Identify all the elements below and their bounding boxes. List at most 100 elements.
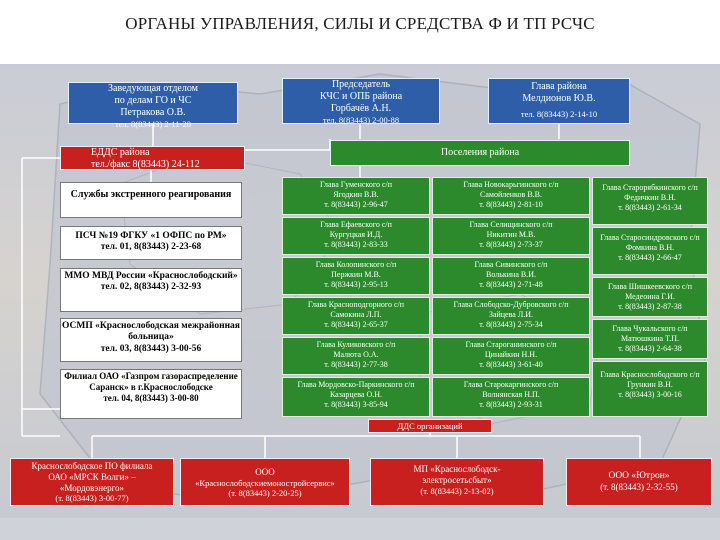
settlement-phone: т. 8(83443) 2-71-48 (479, 280, 543, 289)
commission-chair-name: Горбачёв А.Н. (330, 103, 392, 114)
settlement-name: Глава Селищинского с/п (469, 220, 553, 229)
diagram-canvas: Заведующая отделом по делам ГО и ЧС Петр… (0, 64, 720, 540)
settlement-name: Глава Шишкеевского с/п (608, 282, 692, 291)
settlement-person: Казарцева О.Н. (329, 390, 383, 399)
settlement-cell: Глава Старокаргинского с/п Волнянская Н.… (432, 377, 590, 417)
head-civil-defense-box: Заведующая отделом по делам ГО и ЧС Петр… (68, 82, 238, 129)
settlement-phone: т. 8(83443) 3-85-94 (324, 400, 388, 409)
settlement-cell: Глава Ефаевского с/п Кургуцкая И.Д. т. 8… (282, 217, 430, 255)
settlement-cell: Глава Красноподгорного с/п Самокина Л.П.… (282, 297, 430, 335)
settlement-cell: Глава Краснослободского с/п Грункин В.Н.… (592, 361, 708, 417)
settlement-name: Глава Краснослободского с/п (600, 370, 700, 379)
settlement-person: Зайцева Л.И. (488, 310, 534, 319)
settlement-name: Глава Чукальского с/п (612, 324, 688, 333)
settlement-name: Глава Старорябкинского с/п (602, 183, 698, 192)
settlement-person: Волнянская Н.П. (482, 390, 540, 399)
settlement-phone: т. 8(83443) 2-83-33 (324, 240, 388, 249)
settlement-person: Цинайкин Н.Н. (484, 350, 538, 359)
edds-box: ЕДДС района тел./факс 8(83443) 24-112 (60, 146, 245, 170)
utron-org-phone: (т. 8(83443) 2-32-55) (600, 482, 678, 493)
settlement-cell: Глава Гуменского с/п Ягодкин В.В. т. 8(8… (282, 177, 430, 215)
edds-title: ЕДДС района (91, 147, 150, 158)
settlement-name: Глава Куликовского с/п (316, 340, 396, 349)
settlement-phone: т. 8(83443) 2-64-38 (618, 344, 682, 353)
settlement-cell: Глава Слободско-Дубровского с/п Зайцева … (432, 297, 590, 335)
dds-organizations-header: ДДС организаций (368, 419, 492, 433)
settlement-person: Федичкин В.Н. (624, 193, 676, 202)
district-head-phone: тел. 8(83443) 2-14-10 (520, 109, 598, 119)
settlement-phone: т. 8(83443) 2-61-34 (618, 203, 682, 212)
settlement-name: Глава Красноподгорного с/п (307, 300, 405, 309)
settlement-phone: т. 8(83443) 2-87-38 (618, 302, 682, 311)
district-head-title: Глава района (531, 81, 587, 92)
energy-org-line2: ОАО «МРСК Волги» – (48, 471, 136, 482)
settlement-person: Кургуцкая И.Д. (329, 230, 383, 239)
electric-org-phone: (т. 8(83443) 2-13-02) (420, 485, 494, 496)
emergency-service-gas: Филиал ОАО «Газпром газораспределение Са… (60, 369, 242, 419)
settlement-person: Самойленков В.В. (480, 190, 542, 199)
settlement-person: Волькина В.И. (486, 270, 536, 279)
settlement-person: Фомкина В.Н. (625, 243, 675, 252)
head-civil-defense-title: Заведующая отделом (108, 83, 198, 94)
head-civil-defense-name: Петракова О.В. (120, 107, 186, 118)
settlement-name: Глава Сивинского с/п (474, 260, 548, 269)
settlement-cell: Глава Старорябкинского с/п Федичкин В.Н.… (592, 177, 708, 225)
slide-header: ОРГАНЫ УПРАВЛЕНИЯ, СИЛЫ И СРЕДСТВА Ф И Т… (0, 0, 720, 64)
settlement-cell: Глава Староганинского с/п Цинайкин Н.Н. … (432, 337, 590, 375)
settlement-name: Глава Староганинского с/п (465, 340, 557, 349)
settlement-cell: Глава Чукальского с/п Матюшкина Т.П. т. … (592, 319, 708, 359)
settlement-cell: Глава Шишкеевского с/п Медеоина Г.И. т. … (592, 277, 708, 317)
settlement-phone: т. 8(83443) 2-77-38 (324, 360, 388, 369)
settlement-cell: Глава Мордовско-Паркинского с/п Казарцев… (282, 377, 430, 417)
settlement-name: Глава Старокаргинского с/п (463, 380, 559, 389)
settlement-person: Пержкин М.В. (331, 270, 381, 279)
bottom-org-utron: ООО «Ютрон» (т. 8(83443) 2-32-55) (566, 458, 712, 506)
settlement-person: Грункин В.Н. (627, 380, 673, 389)
settlement-phone: т. 8(83443) 2-73-37 (479, 240, 543, 249)
settlement-phone: т. 8(83443) 2-81-10 (479, 200, 543, 209)
head-civil-defense-phone: тел. 8(83443) 2-11-20 (115, 119, 191, 129)
settlements-header: Поселения района (330, 140, 630, 166)
electric-org-line1: МП «Краснослободск- (413, 464, 501, 474)
district-head-box: Глава района Мелдионов Ю.В. тел. 8(83443… (488, 78, 630, 124)
settlement-name: Глава Гуменского с/п (319, 180, 393, 189)
settlement-name: Глава Ефаевского с/п (320, 220, 392, 229)
bottom-org-housing: ООО «Краснослободскиемоностройсервис» (т… (180, 458, 350, 506)
commission-chair-phone: тел. 8(83443) 2-00-88 (322, 115, 400, 125)
housing-org-line1: ООО (255, 467, 275, 477)
energy-org-line1: Краснослободское ПО филиала (31, 461, 153, 471)
emergency-header: Службы экстренного реагирования (60, 182, 242, 218)
dds-organizations-label: ДДС организаций (397, 421, 463, 431)
settlement-cell: Глава Новокарьгинского с/п Самойленков В… (432, 177, 590, 215)
police-service-name: ММО МВД России «Краснослободский» (64, 271, 238, 281)
commission-chair-box: Председатель КЧС и ОПБ района Горбачёв А… (282, 78, 440, 125)
settlement-phone: т. 8(83443) 2-93-31 (479, 400, 543, 409)
settlement-cell: Глава Колопинского с/п Пержкин М.В. т. 8… (282, 257, 430, 295)
settlement-phone: т. 8(83443) 2-96-47 (324, 200, 388, 209)
settlement-name: Глава Колопинского с/п (315, 260, 397, 269)
housing-org-phone: (т. 8(83443) 2-20-25) (228, 487, 302, 498)
settlement-cell: Глава Селищинского с/п Никитин М.В. т. 8… (432, 217, 590, 255)
settlement-name: Глава Мордовско-Паркинского с/п (297, 380, 415, 389)
settlement-person: Никитин М.В. (486, 230, 536, 239)
fire-service-name: ПСЧ №19 ФГКУ «1 ОФПС по РМ» (75, 231, 227, 241)
utron-org-name: ООО «Ютрон» (608, 471, 670, 481)
gas-service-phone: тел. 04, 8(83443) 3-00-80 (103, 392, 199, 403)
emergency-service-police: ММО МВД России «Краснослободский» тел. 0… (60, 268, 242, 312)
police-service-phone: тел. 02, 8(83443) 2-32-93 (100, 282, 202, 293)
settlement-phone: т. 8(83443) 2-66-47 (618, 253, 682, 262)
settlement-phone: т. 8(83443) 2-65-37 (324, 320, 388, 329)
settlement-person: Малюта О.А. (333, 350, 379, 359)
emergency-service-ambulance: ОСМП «Краснослободская межрайонная больн… (60, 318, 242, 362)
settlement-name: Глава Новокарьгинского с/п (463, 180, 559, 189)
energy-org-phone: (т. 8(83443) 3-00-77) (55, 493, 129, 504)
energy-org-line3: «Мордовэнерго» (59, 482, 125, 493)
commission-chair-title: Председатель (331, 79, 391, 90)
electric-org-line2: электросетьсбыт» (422, 474, 492, 485)
settlement-cell: Глава Сивинского с/п Волькина В.И. т. 8(… (432, 257, 590, 295)
settlement-person: Матюшкина Т.П. (621, 334, 679, 343)
settlement-phone: т. 8(83443) 2-95-13 (324, 280, 388, 289)
settlement-person: Медеоина Г.И. (625, 292, 675, 301)
settlement-phone: т. 8(83443) 3-61-40 (479, 360, 543, 369)
settlement-name: Глава Старосиндровского с/п (600, 233, 700, 242)
